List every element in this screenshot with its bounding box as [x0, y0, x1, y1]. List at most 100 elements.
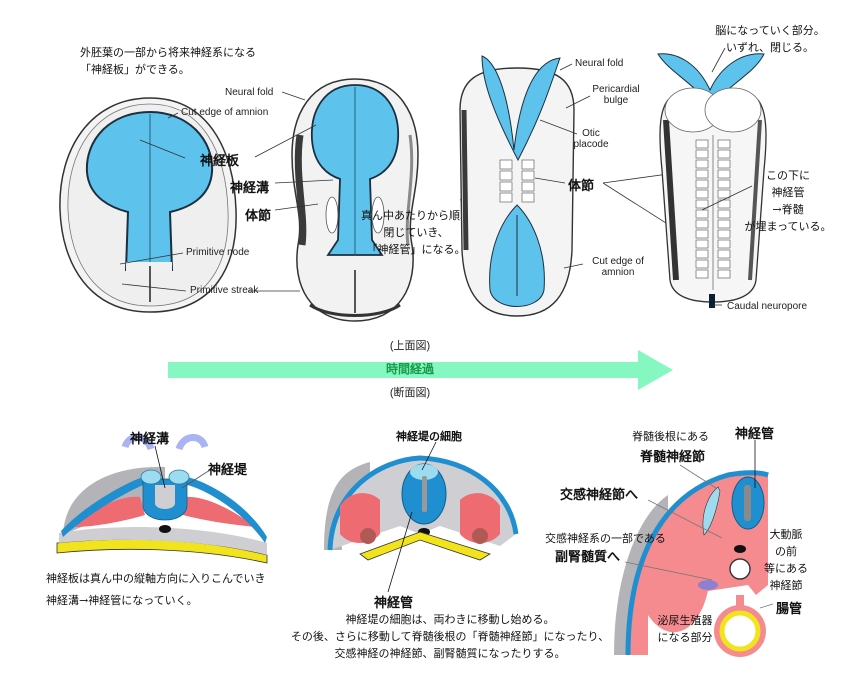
label-caudal-neuropore: Caudal neuropore	[727, 301, 808, 312]
label-neural-fold-stage3: Neural fold	[575, 58, 624, 69]
embryo-stage4-illustration	[657, 53, 767, 308]
section1-note-line: 神経板は真ん中の縦軸方向に入りこんでいき	[46, 572, 266, 585]
label-neural-groove: 神経溝	[230, 181, 270, 196]
embryo-stage2-illustration	[291, 78, 419, 322]
label-neural-groove-section1: 神経溝	[130, 432, 170, 447]
urogenital-line: になる部分	[657, 631, 713, 644]
label-pericardial-bulge: Pericardial bulge	[580, 84, 652, 106]
label-dorsal-root-small: 脊髄後根にある	[632, 430, 709, 443]
somite-block	[695, 249, 709, 259]
label-aorta-ganglion: 大動脈 の前 等にある 神経節	[756, 526, 816, 594]
stage1-note: 外胚葉の一部から将来神経系になる 「神経板」ができる。	[80, 44, 256, 78]
caption-cross-section: (断面図)	[389, 387, 431, 399]
somite-block	[717, 169, 731, 179]
label-otic-line: Otic	[582, 128, 600, 139]
label-pericardial-line: bulge	[603, 95, 629, 106]
cross-section1-illustration	[56, 434, 268, 564]
label-urogenital: 泌尿生殖器 になる部分	[650, 612, 720, 646]
aorta-line: 等にある	[764, 562, 808, 575]
label-gut-tube: 腸管	[776, 602, 803, 617]
label-primitive-node: Primitive node	[186, 247, 250, 258]
stage4-tube-note-line: が埋まっている。	[744, 220, 832, 233]
somite-block	[717, 249, 731, 259]
somite-block	[695, 239, 709, 249]
timeline-arrow	[168, 350, 673, 390]
embryo-stage1-illustration	[59, 97, 237, 313]
somite-block	[717, 199, 731, 209]
label-pericardial-line: Pericardial	[592, 84, 640, 95]
neural-fold-cranial	[481, 55, 561, 162]
urogenital-line: 泌尿生殖器	[657, 614, 713, 627]
label-neural-tube-section3: 神経管	[735, 427, 775, 442]
stage2-note-line: 閉じていき、	[383, 226, 449, 239]
stage1-note-line: 「神経板」ができる。	[80, 63, 190, 76]
label-neural-crest-cells: 神経堤の細胞	[396, 430, 462, 443]
aorta-line: の前	[775, 545, 797, 558]
somite-block	[695, 139, 709, 149]
somite-block	[695, 259, 709, 269]
label-to-adrenal-medulla: 副腎髄質へ	[555, 550, 621, 565]
caption-top-view: (上面図)	[389, 340, 431, 352]
label-neural-fold-stage2: Neural fold	[225, 87, 274, 98]
label-cut-edge-line: amnion	[601, 267, 635, 278]
somite-block	[695, 149, 709, 159]
somite-block	[695, 179, 709, 189]
stage4-tube-note-line: →脊髄	[772, 203, 804, 216]
somite-block	[695, 269, 709, 279]
stage2-note: 真ん中あたりから順次 閉じていき、 「神経管」になる。	[356, 207, 476, 258]
somite-block	[717, 239, 731, 249]
aorta-line: 神経節	[769, 579, 803, 592]
section2-note: 神経堤の細胞は、両わきに移動し始める。 その後、さらに移動して脊髄後根の「脊髄神…	[240, 611, 660, 662]
label-cut-edge-of-amnion: Cut edge of amnion	[181, 107, 269, 118]
label-to-sympathetic-ganglion: 交感神経節へ	[560, 488, 639, 503]
somite-block	[695, 229, 709, 239]
somite-block	[717, 149, 731, 159]
brain-neural-fold	[657, 53, 765, 99]
somite-block	[695, 169, 709, 179]
section2-note-line: 神経堤の細胞は、両わきに移動し始める。	[345, 613, 555, 626]
timeline-label: 時間経過	[385, 362, 434, 376]
stage2-note-line: 真ん中あたりから順次	[361, 209, 471, 222]
label-spinal-ganglion: 脊髄神経節	[640, 450, 706, 465]
somite-block	[717, 179, 731, 189]
somite-block	[717, 259, 731, 269]
cross-section2-illustration	[324, 455, 519, 561]
cross-section3-illustration	[614, 470, 769, 657]
label-neural-plate: 神経板	[200, 154, 240, 169]
stage2-note-line: 「神経管」になる。	[366, 243, 466, 256]
stage4-brain-note-line: 脳になっていく部分。	[715, 24, 825, 37]
stage4-brain-note: 脳になっていく部分。 いずれ、閉じる。	[700, 22, 840, 56]
label-otic-line: placode	[573, 139, 609, 150]
label-otic-placode: Otic placode	[566, 128, 616, 150]
aorta-line: 大動脈	[769, 528, 803, 541]
stage4-brain-note-line: いずれ、閉じる。	[725, 41, 815, 54]
stage4-tube-note-line: この下に	[766, 169, 810, 182]
somite-block	[695, 189, 709, 199]
somite-block	[717, 219, 731, 229]
embryo-stage3-illustration	[459, 55, 575, 317]
label-cut-edge-stage3: Cut edge of amnion	[583, 256, 653, 278]
somite-block	[717, 189, 731, 199]
label-primitive-streak: Primitive streak	[190, 285, 259, 296]
label-sympathetic-part-small: 交感神経系の一部である	[545, 532, 666, 545]
label-neural-tube-section2: 神経管	[374, 596, 414, 611]
somite-block	[717, 209, 731, 219]
section1-note: 神経板は真ん中の縦軸方向に入りこんでいき 神経溝→神経管になっていく。	[46, 568, 265, 612]
caudal-neuropore	[709, 294, 715, 308]
somite-block	[717, 159, 731, 169]
stage1-note-line: 外胚葉の一部から将来神経系になる	[80, 46, 256, 59]
stage4-tube-note-line: 神経管	[771, 186, 805, 199]
label-neural-crest-section1: 神経堤	[208, 463, 248, 478]
label-somite-stage3: 体節	[568, 179, 595, 194]
somite-block	[695, 219, 709, 229]
somite-block	[717, 269, 731, 279]
stage4-tube-note: この下に 神経管 →脊髄 が埋まっている。	[738, 167, 838, 235]
section2-note-line: その後、さらに移動して脊髄後根の「脊髄神経節」になったり、	[290, 630, 610, 643]
somites	[695, 139, 731, 279]
somite-block	[717, 229, 731, 239]
